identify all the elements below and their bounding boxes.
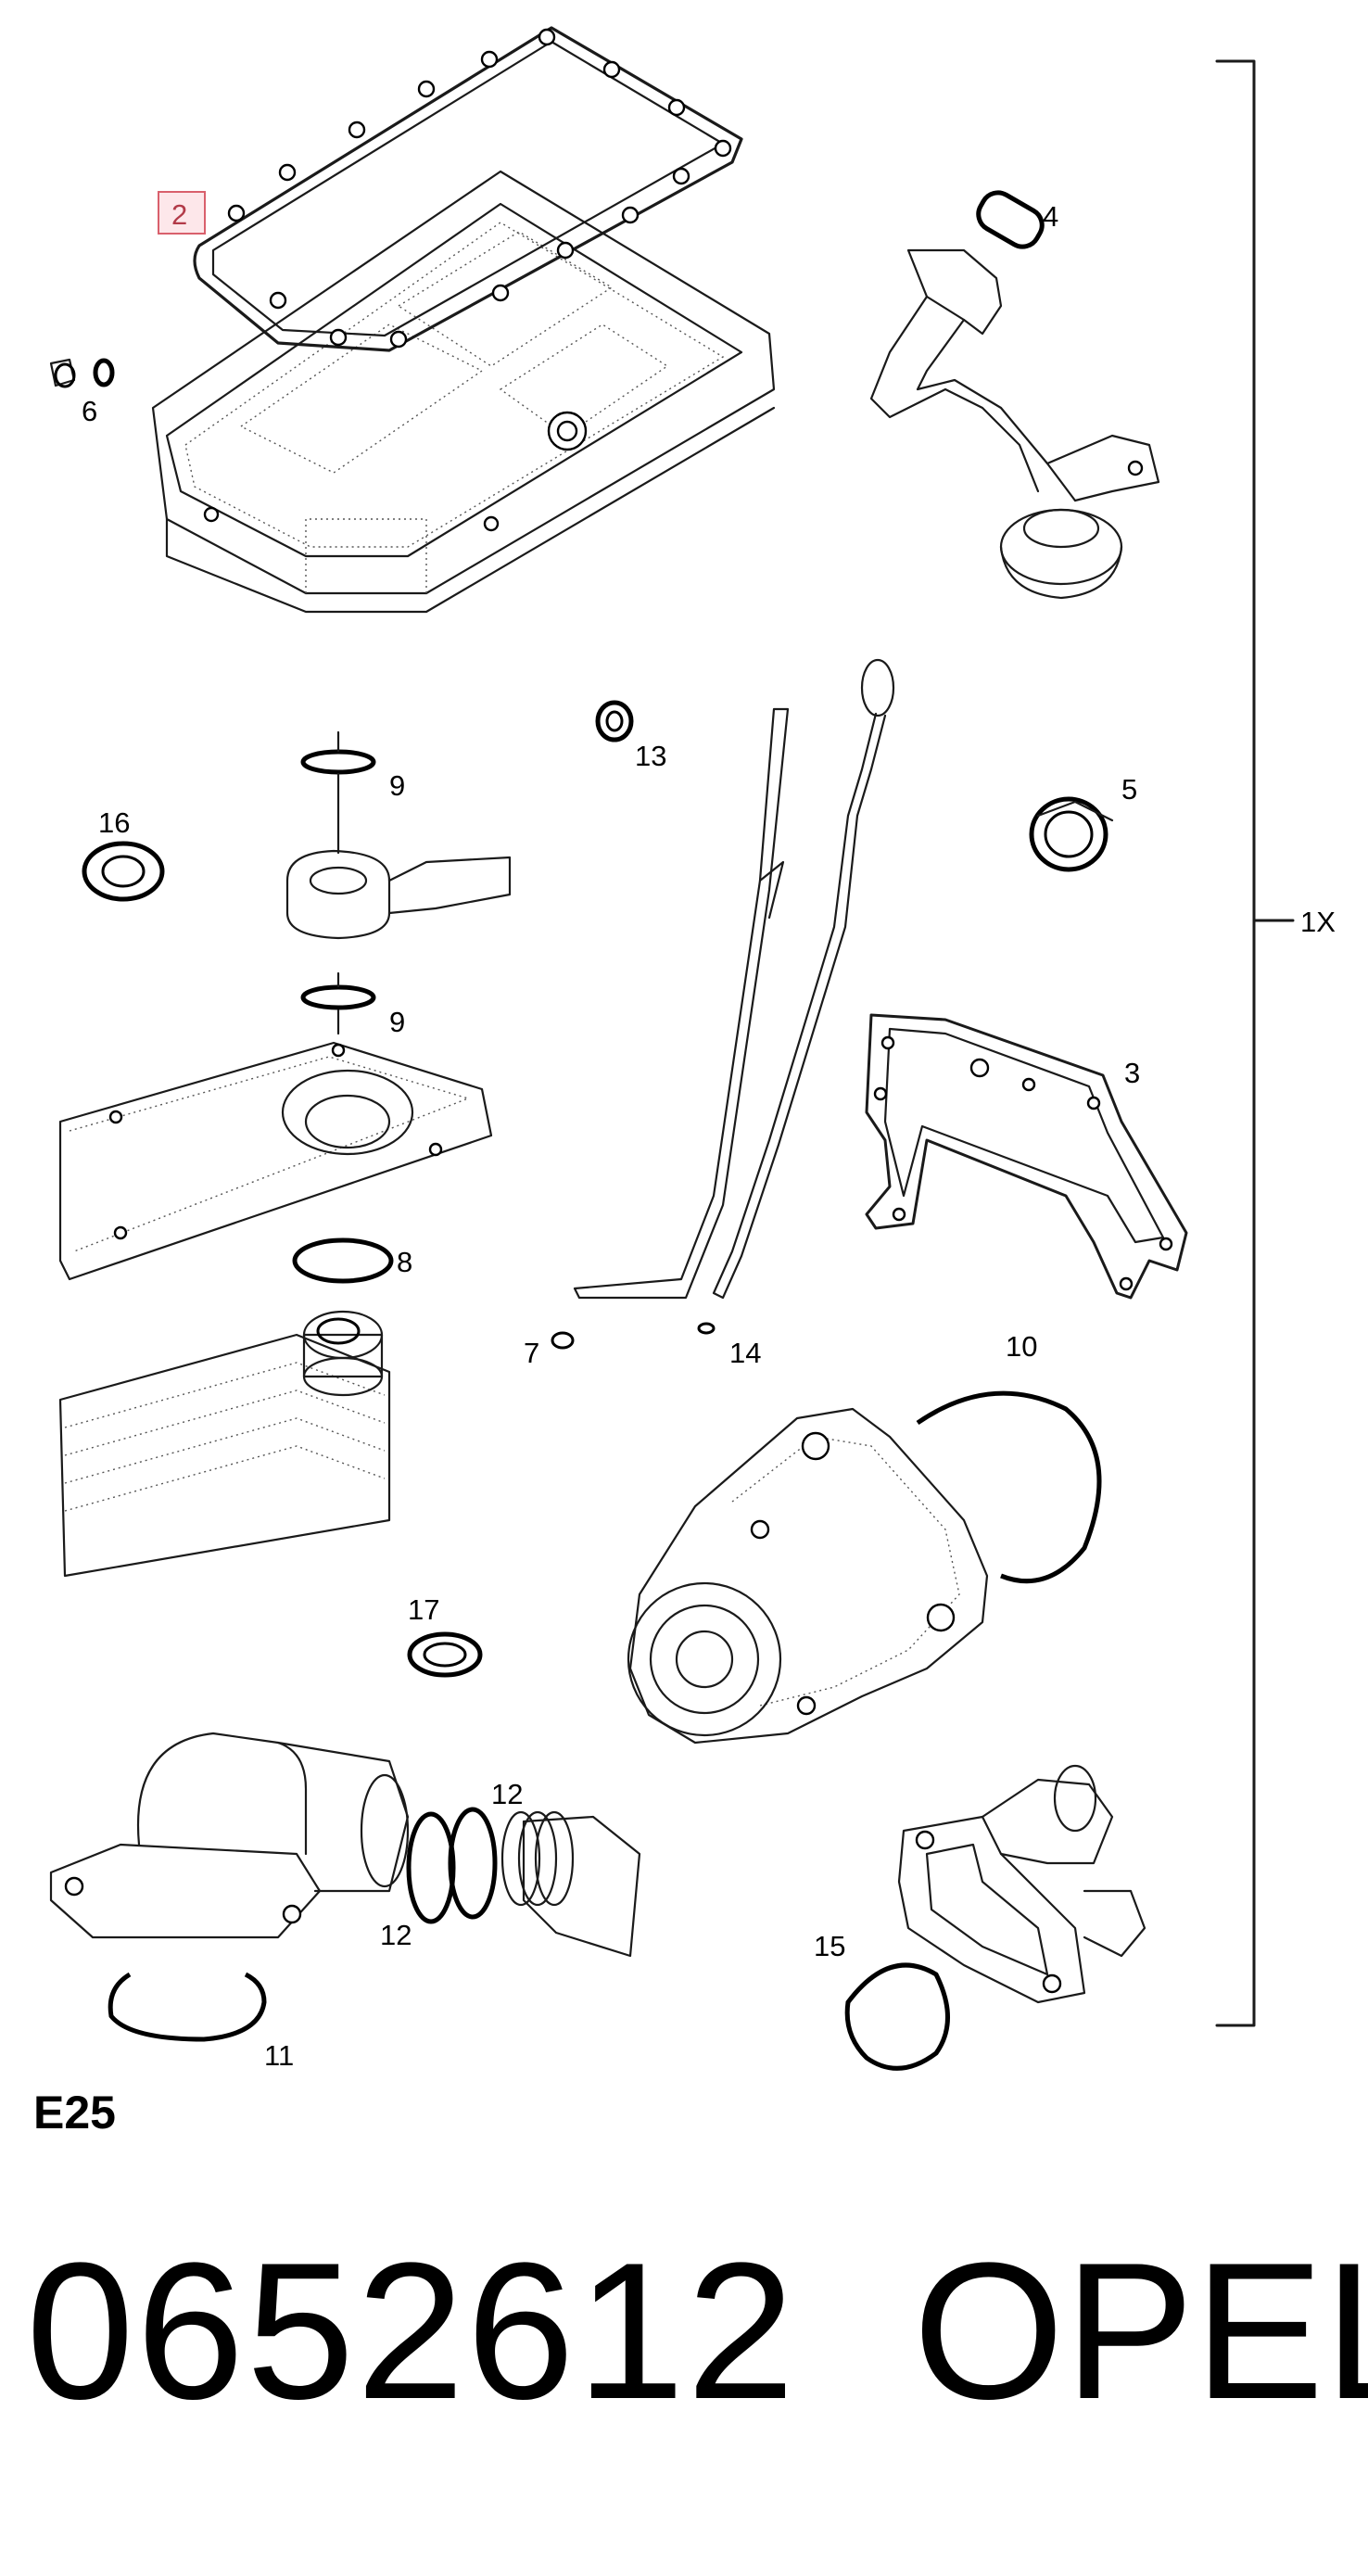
seal-17 (407, 1631, 483, 1678)
oil-filter-housing (58, 1041, 493, 1281)
part-8-label: 8 (397, 1246, 412, 1278)
part-11-label: 11 (264, 2039, 294, 2072)
seal-13 (595, 700, 634, 742)
part-15-label: 15 (814, 1930, 845, 1962)
part-4-label: 4 (1043, 200, 1058, 233)
oil-pickup-tube (869, 248, 1160, 600)
part-9-lower-label: 9 (389, 1006, 405, 1038)
timing-cover-gasket (865, 1013, 1188, 1300)
pickup-seal-ring (976, 190, 1045, 249)
o-ring-12-left (406, 1811, 456, 1924)
diagram-code: E25 (33, 2087, 116, 2138)
o-ring-11 (108, 1972, 267, 2042)
part-number: 0652612 (26, 2222, 797, 2440)
kit-bracket (1215, 59, 1295, 2027)
oil-line-banjo (285, 730, 512, 1035)
seal-16 (82, 841, 165, 902)
water-pump (627, 1407, 989, 1745)
part-3-label: 3 (1124, 1057, 1140, 1089)
crankshaft-seal (1029, 796, 1114, 872)
brand-name: OPEL (913, 2222, 1368, 2440)
coolant-hose-end (500, 1810, 641, 1958)
part-17-label: 17 (408, 1593, 439, 1626)
oil-pan (151, 170, 776, 614)
thermostat-housing (897, 1764, 1146, 2004)
part-6-label: 6 (82, 395, 97, 427)
drain-plug (49, 358, 115, 388)
part-7-label: 7 (524, 1337, 539, 1369)
kit-quantity-label: 1X (1300, 906, 1336, 938)
part-5-label: 5 (1121, 773, 1137, 806)
part-12-lower-label: 12 (380, 1919, 412, 1951)
exploded-parts-diagram: 2 6 4 13 7 14 (49, 26, 1336, 2072)
coolant-elbow-housing (49, 1732, 410, 1939)
part-16-label: 16 (98, 806, 130, 839)
part-14-label: 14 (729, 1337, 761, 1369)
o-ring-8 (292, 1237, 394, 1284)
o-ring-15 (844, 1962, 950, 2071)
oil-pan-gasket (193, 26, 743, 352)
dipstick-guide-tube (551, 707, 790, 1350)
dipstick (697, 658, 895, 1335)
oil-cooler (58, 1310, 391, 1578)
o-ring-12-right (448, 1807, 498, 1920)
part-2-callout-box (158, 191, 206, 235)
water-pump-gasket-ring (916, 1390, 1102, 1584)
part-9-upper-label: 9 (389, 769, 405, 802)
part-10-label: 10 (1006, 1330, 1037, 1363)
part-13-label: 13 (635, 740, 666, 772)
part-2-label: 2 (171, 198, 187, 231)
part-12-upper-label: 12 (491, 1778, 523, 1810)
